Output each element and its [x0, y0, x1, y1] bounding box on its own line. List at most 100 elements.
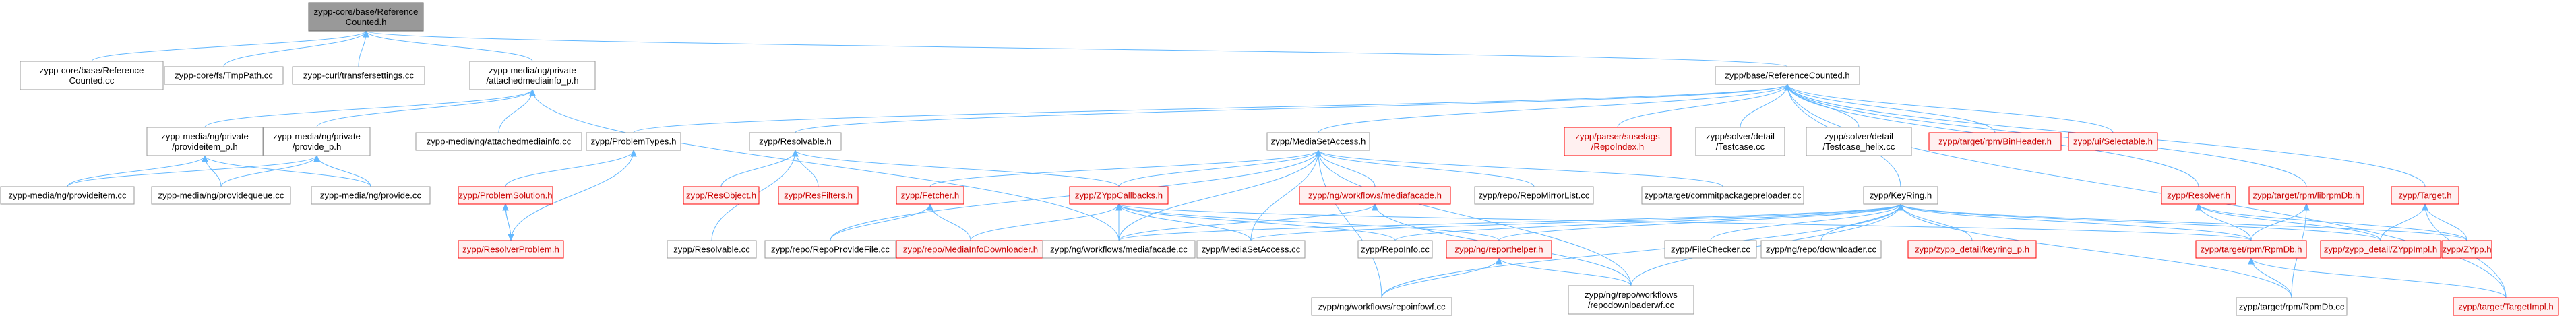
graph-node[interactable]: zypp/parser/susetags/RepoIndex.h	[1564, 127, 1672, 156]
node-label: zypp/target/commitpackagepreloader.cc	[1644, 191, 1802, 201]
dependency-edge	[532, 89, 1120, 241]
node-box	[292, 66, 425, 85]
dependency-edge	[1900, 203, 1973, 241]
edge-arrowhead	[927, 203, 933, 211]
graph-node[interactable]: zypp/repo/MediaInfoDownloader.h	[896, 240, 1045, 259]
graph-node[interactable]: zypp/MediaSetAccess.cc	[1196, 240, 1306, 259]
edge-arrowhead	[1115, 203, 1122, 211]
graph-node[interactable]: zypp-core/fs/TmpPath.cc	[164, 66, 284, 85]
graph-node[interactable]: zypp-curl/transfersettings.cc	[292, 66, 425, 85]
dependency-edge	[795, 150, 1120, 187]
graph-node[interactable]: zypp/target/commitpackagepreloader.cc	[1641, 186, 1804, 205]
node-label: zypp/zypp_detail/ZYppImpl.h	[2324, 245, 2437, 255]
graph-node[interactable]: zypp-media/ng/provide.cc	[311, 186, 431, 205]
dependency-edge	[2198, 203, 2381, 241]
graph-node[interactable]: zypp/target/rpm/librpmDb.h	[2248, 186, 2364, 205]
graph-node[interactable]: zypp/KeyRing.h	[1863, 186, 1938, 205]
node-label: zypp/Resolvable.h	[759, 137, 832, 147]
node-label: zypp/ng/reporthelper.h	[1454, 245, 1543, 255]
node-label: zypp/solver/detail	[1706, 131, 1775, 141]
graph-node[interactable]: zypp/Resolver.h	[2161, 186, 2236, 205]
graph-node[interactable]: zypp/repo/RepoProvideFile.cc	[764, 240, 896, 259]
dependency-edge	[1498, 257, 1632, 286]
dependency-edge	[970, 203, 1120, 241]
graph-node[interactable]: zypp-media/ng/attachedmediainfo.cc	[415, 132, 582, 151]
node-label: zypp-media/ng/provideitem.cc	[8, 191, 127, 201]
graph-node[interactable]: zypp/target/rpm/BinHeader.h	[1928, 132, 2062, 151]
graph-node[interactable]: zypp/ProblemTypes.h	[586, 132, 681, 151]
graph-node[interactable]: zypp-media/ng/private/provideitem_p.h	[146, 127, 264, 156]
node-label: zypp-media/ng/attachedmediainfo.cc	[427, 137, 572, 147]
graph-node[interactable]: zypp/Resolvable.h	[749, 132, 842, 151]
dependency-edge	[1900, 203, 2467, 241]
node-label: /RepoIndex.h	[1591, 141, 1644, 152]
graph-node[interactable]: zypp/target/TargetImpl.h	[2453, 297, 2559, 316]
graph-node[interactable]: zypp/Fetcher.h	[896, 186, 964, 205]
graph-node[interactable]: zypp/ui/Selectable.h	[2068, 132, 2158, 151]
node-label: zypp/ng/workflows/repoinfowf.cc	[1318, 302, 1446, 312]
graph-node[interactable]: zypp-media/ng/private/provide_p.h	[263, 127, 371, 156]
graph-node[interactable]: zypp/ng/workflows/mediafacade.cc	[1042, 240, 1196, 259]
graph-node[interactable]: zypp/RepoInfo.cc	[1357, 240, 1433, 259]
graph-node[interactable]: zypp/ng/reporthelper.h	[1446, 240, 1552, 259]
dependency-edge	[365, 30, 533, 62]
dependency-edge	[1118, 203, 1500, 241]
node-label: zypp/target/rpm/RpmDb.h	[2201, 245, 2302, 255]
graph-node[interactable]: zypp/Resolvable.cc	[667, 240, 757, 259]
graph-node[interactable]: zypp/ng/workflows/mediafacade.h	[1299, 186, 1451, 205]
node-label: zypp/target/rpm/BinHeader.h	[1938, 137, 2052, 147]
node-label: zypp-core/base/Reference	[40, 65, 144, 75]
node-box	[1266, 132, 1370, 151]
graph-node[interactable]: zypp/ZYpp.h	[2441, 240, 2492, 259]
nodes-layer: zypp-core/base/ReferenceCounted.hzypp-co…	[0, 2, 2559, 316]
node-box	[2161, 186, 2236, 205]
node-label: zypp/target/rpm/librpmDb.h	[2252, 191, 2360, 201]
graph-node[interactable]: zypp/zypp_detail/ZYppImpl.h	[2320, 240, 2441, 259]
node-box	[1069, 186, 1169, 205]
node-label: zypp/ProblemTypes.h	[591, 137, 677, 147]
graph-node[interactable]: zypp/ng/repo/workflows/repodownloaderwf.…	[1568, 285, 1694, 315]
node-label: zypp/repo/RepoMirrorList.cc	[1479, 191, 1590, 201]
graph-node[interactable]: zypp/zypp_detail/keyring_p.h	[1907, 240, 2037, 259]
graph-node[interactable]: zypp/Target.h	[2391, 186, 2459, 205]
node-label: zypp/repo/RepoProvideFile.cc	[771, 245, 890, 255]
dependency-edge	[1250, 150, 1319, 241]
dependency-edge	[1787, 84, 2114, 133]
graph-node[interactable]: zypp/ng/workflows/repoinfowf.cc	[1311, 297, 1452, 316]
graph-node[interactable]: zypp/ResFilters.h	[778, 186, 859, 205]
graph-node[interactable]: zypp/solver/detail/Testcase.cc	[1695, 127, 1785, 156]
dependency-edge	[365, 30, 1788, 67]
graph-node[interactable]: zypp/ZYppCallbacks.h	[1069, 186, 1169, 205]
node-box	[2195, 240, 2307, 259]
graph-node[interactable]: zypp/target/rpm/RpmDb.cc	[2236, 297, 2348, 316]
dependency-edge	[204, 89, 533, 128]
node-box	[1474, 186, 1594, 205]
graph-node[interactable]: zypp/ResolverProblem.h	[458, 240, 564, 259]
graph-node[interactable]: zypp/target/rpm/RpmDb.h	[2195, 240, 2307, 259]
dependency-edge	[1250, 203, 1901, 241]
node-box	[1715, 66, 1860, 85]
edge-arrowhead	[1784, 83, 1791, 91]
edge-arrowhead	[2303, 203, 2310, 211]
graph-node[interactable]: zypp-media/ng/private/attachedmediainfo_…	[469, 61, 596, 90]
node-label: zypp/ng/workflows/mediafacade.h	[1308, 191, 1442, 201]
node-box	[683, 186, 760, 205]
graph-node[interactable]: zypp-media/ng/provideitem.cc	[0, 186, 135, 205]
graph-node[interactable]: zypp/ResObject.h	[683, 186, 760, 205]
node-box	[764, 240, 896, 259]
graph-node[interactable]: zypp/FileChecker.cc	[1664, 240, 1757, 259]
node-box	[458, 240, 564, 259]
graph-node[interactable]: zypp/ProblemSolution.h	[458, 186, 553, 205]
graph-node[interactable]: zypp/ng/repo/downloader.cc	[1760, 240, 1882, 259]
graph-node[interactable]: zypp/base/ReferenceCounted.h	[1715, 66, 1860, 85]
dependency-edge	[2250, 257, 2507, 298]
graph-node[interactable]: zypp/repo/RepoMirrorList.cc	[1474, 186, 1594, 205]
graph-node[interactable]: zypp-media/ng/providequeue.cc	[151, 186, 291, 205]
graph-node[interactable]: zypp/MediaSetAccess.h	[1266, 132, 1370, 151]
graph-node[interactable]: zypp-core/base/ReferenceCounted.cc	[20, 61, 164, 90]
graph-node[interactable]: zypp/solver/detail/Testcase_helix.cc	[1806, 127, 1912, 156]
dependency-edge	[1318, 150, 1723, 187]
dependency-edge	[1318, 150, 1535, 187]
node-label: zypp/ZYpp.h	[2442, 245, 2491, 255]
edge-arrowhead	[1372, 203, 1378, 211]
